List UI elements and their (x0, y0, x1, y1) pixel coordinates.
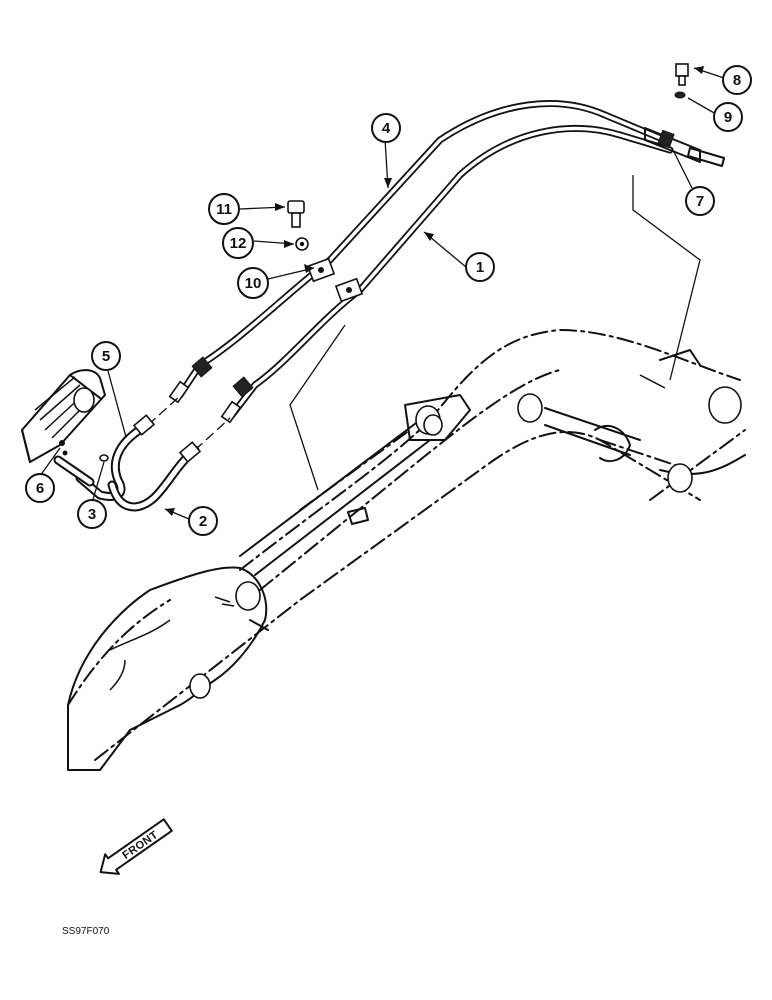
svg-text:3: 3 (88, 506, 96, 523)
hose-2 (107, 441, 202, 512)
svg-text:1: 1 (476, 259, 484, 276)
callout-5: 5 (91, 341, 121, 371)
callout-8: 8 (722, 65, 752, 95)
pipe-4 (176, 100, 669, 399)
callout-7: 7 (685, 186, 715, 216)
assembly-line-lower (194, 417, 231, 451)
callout-2: 2 (188, 506, 218, 536)
svg-text:9: 9 (724, 109, 732, 126)
svg-text:8: 8 (733, 72, 741, 89)
callout-10: 10 (237, 267, 269, 299)
svg-text:11: 11 (216, 201, 232, 218)
pipe-end-fittings (644, 127, 725, 167)
svg-text:6: 6 (36, 480, 44, 497)
callout-12: 12 (222, 227, 254, 259)
boom-outline (67, 329, 746, 761)
hose-fittings-lower (53, 455, 95, 487)
callout-4: 4 (371, 113, 401, 143)
bolt-8 (675, 63, 689, 86)
svg-text:7: 7 (696, 193, 704, 210)
pipe-1-fitting (220, 376, 254, 424)
control-valve (21, 369, 106, 463)
washer-9 (674, 91, 686, 99)
hose-5 (75, 414, 156, 501)
boom-clamp-plate (347, 507, 369, 525)
callout-3: 3 (77, 499, 107, 529)
washer-12 (295, 237, 309, 251)
arm-end (67, 566, 268, 771)
pipe-clamp (306, 257, 364, 303)
callout-9: 9 (713, 102, 743, 132)
callout-leaders (39, 66, 725, 520)
pipe-4-fitting (168, 356, 213, 404)
boom-mount-stud (249, 619, 269, 631)
mount-leader-lower (289, 324, 346, 491)
figure-code: SS97F070 (62, 926, 110, 937)
svg-text:4: 4 (382, 120, 391, 137)
front-direction-arrow: FRONT (99, 818, 173, 875)
mount-leader-upper (632, 175, 701, 381)
o-ring-3 (99, 454, 109, 462)
svg-text:2: 2 (199, 513, 207, 530)
bolt-11 (287, 200, 305, 228)
pipe-1 (228, 125, 674, 419)
boom-cylinder (239, 394, 471, 576)
callout-1: 1 (465, 252, 495, 282)
callout-6: 6 (25, 473, 55, 503)
boom-foot (517, 349, 746, 493)
svg-text:12: 12 (230, 235, 247, 252)
assembly-line-upper (147, 395, 181, 426)
callout-11: 11 (208, 193, 240, 225)
svg-text:5: 5 (102, 348, 110, 365)
svg-text:10: 10 (245, 275, 262, 292)
